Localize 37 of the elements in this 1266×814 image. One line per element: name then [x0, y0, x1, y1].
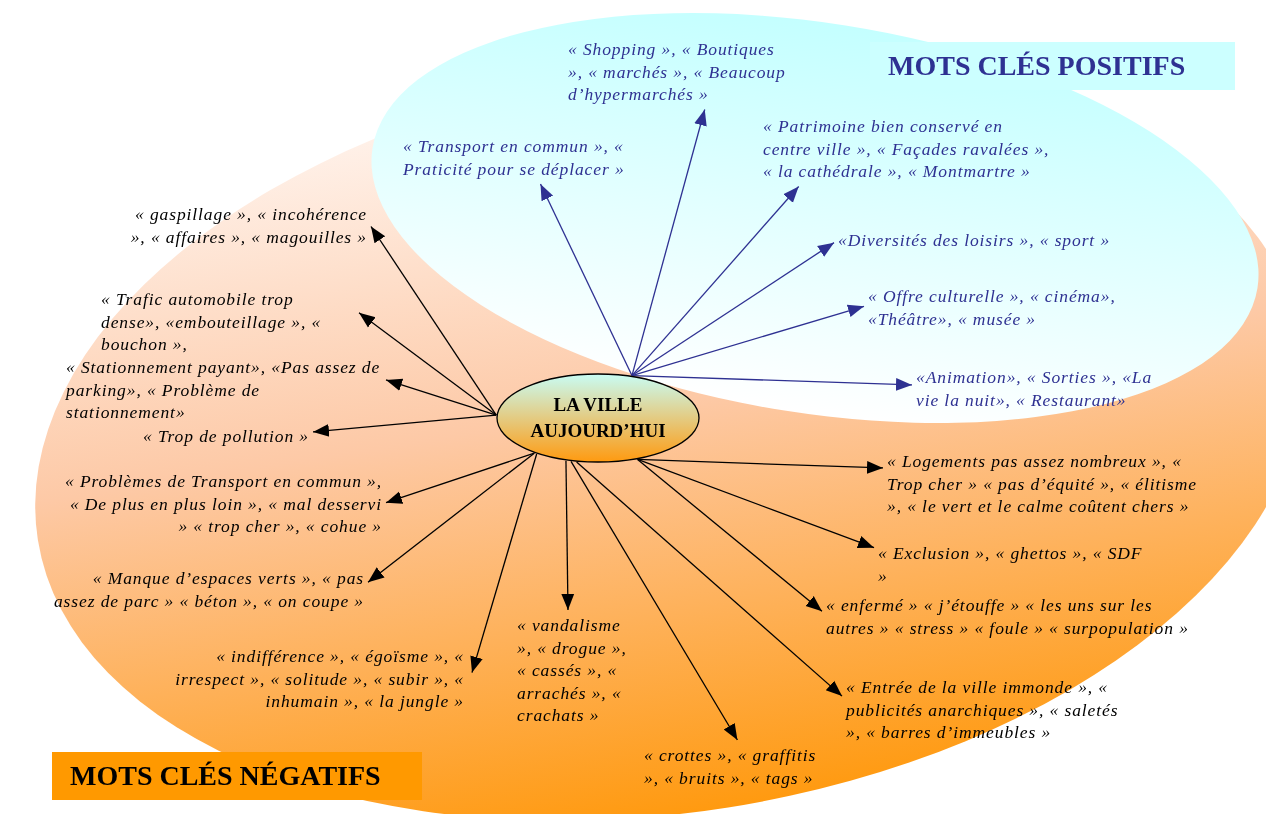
arrow — [631, 242, 835, 377]
arrow — [370, 225, 497, 416]
arrow — [631, 304, 865, 377]
keyword-text: «Animation», « Sorties », «La vie la nuit», « Restaurant» — [912, 362, 1168, 415]
keyword-text: « Manque d’espaces verts », « pas assez de parc » « béton », « on coupe » — [46, 563, 368, 616]
keyword-text: « gaspillage », « incohérence », « affaires », « magouilles » — [113, 199, 371, 252]
keyword-text: « Patrimoine bien conservé en centre ville », « Façades ravalées », « la cathédrale », « Montmartre » — [759, 111, 1057, 187]
arrow — [367, 452, 535, 583]
keyword-text: « vandalisme », « drogue », « cassés », « arrachés », « crachats » — [513, 610, 640, 731]
arrow — [470, 453, 538, 674]
arrow — [631, 108, 707, 377]
keyword-text: « Shopping », « Boutiques », « marchés », « Beaucoup d’hypermarchés » — [564, 34, 792, 110]
arrow — [570, 460, 739, 741]
arrow — [575, 461, 843, 697]
section-banner: MOTS CLÉS POSITIFS — [870, 42, 1235, 90]
arrow — [539, 183, 633, 377]
keyword-text: « Transport en commun », « Praticité pour se déplacer » — [399, 131, 639, 184]
keyword-text: « Exclusion », « ghettos », « SDF » — [874, 538, 1154, 591]
keyword-text: « Logements pas assez nombreux », « Trop cher » « pas d’équité », « élitisme », « le vert et le calme coûtent chers » — [883, 446, 1221, 522]
topic-title: LA VILLE AUJOURD’HUI — [529, 393, 667, 443]
section-banner: MOTS CLÉS NÉGATIFS — [52, 752, 422, 800]
arrow — [561, 460, 575, 611]
keyword-text: « indifférence », « égoïsme », « irrespect », « solitude », « subir », « inhumain », « la jungle » — [170, 641, 472, 717]
arrow — [631, 185, 800, 377]
keyword-text: « Offre culturelle », « cinéma», «Théâtre», « musée » — [864, 281, 1144, 334]
arrow — [385, 452, 535, 504]
keyword-text: «Diversités des loisirs », « sport » — [834, 225, 1139, 256]
topic-ellipse — [496, 373, 700, 463]
arrow — [636, 458, 823, 612]
keyword-text: « crottes », « graffitis », « bruits », « tags » — [640, 740, 830, 793]
arrow — [636, 458, 875, 549]
keyword-text: « Problèmes de Transport en commun », « De plus en plus loin », « mal desservi » « trop cher », « cohue » — [56, 466, 386, 542]
arrow — [312, 414, 497, 437]
arrow — [385, 378, 497, 416]
arrow — [358, 312, 497, 416]
keyword-text: « Entrée de la ville immonde », « publicités anarchiques », « saletés », « barres d’immeubles » — [842, 672, 1132, 748]
arrow — [631, 374, 913, 391]
